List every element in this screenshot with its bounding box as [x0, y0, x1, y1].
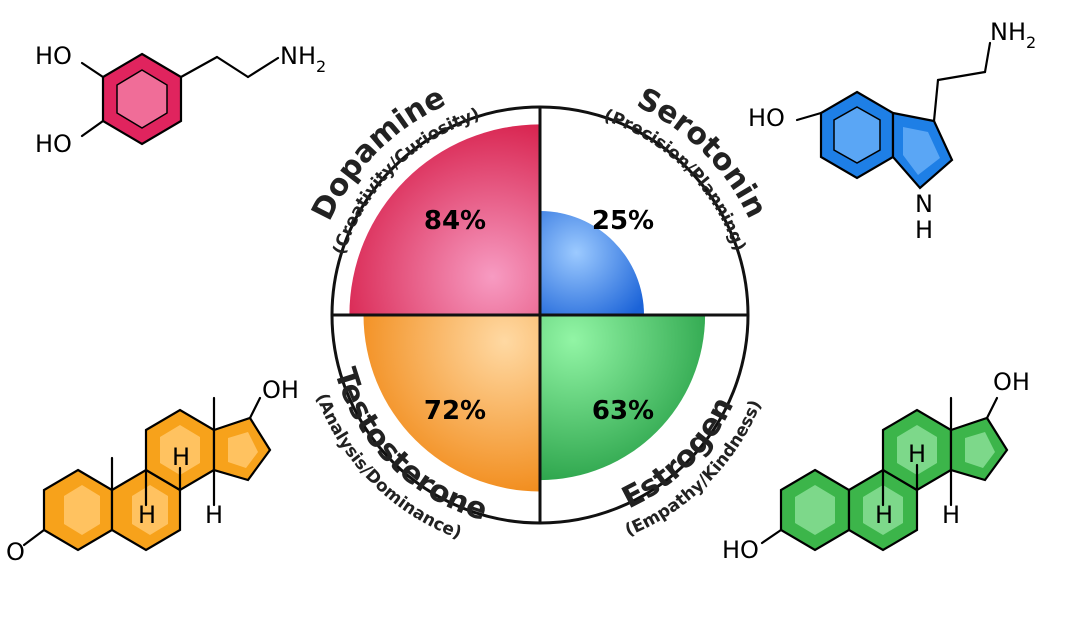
estrogen-ho: HO — [722, 536, 759, 564]
testosterone-bonds: OH O H H H — [6, 376, 299, 566]
testosterone-h2: H — [138, 501, 156, 529]
testosterone-ring-d-inner — [228, 432, 258, 468]
testosterone-h3: H — [205, 501, 223, 529]
dopamine-amine: NH2 — [280, 42, 326, 76]
serotonin-wedge — [540, 211, 644, 315]
dopamine-molecule: HO HO NH2 — [35, 42, 326, 158]
serotonin-pyrrole-inner — [903, 127, 940, 175]
serotonin-ring-n: N — [915, 190, 933, 218]
estrogen-oh: OH — [993, 368, 1030, 396]
estrogen-h2: H — [875, 501, 893, 529]
testosterone-wedge — [363, 315, 540, 492]
estrogen-wedge — [540, 315, 706, 481]
testosterone-oh: OH — [262, 376, 299, 404]
estrogen-bonds: OH HO H H H — [722, 368, 1030, 564]
estrogen-percent: 63% — [592, 396, 654, 426]
estrogen-ring-c-inner — [897, 425, 937, 475]
testosterone-ring-a-inner — [64, 485, 100, 535]
testosterone-molecule — [42, 408, 272, 552]
serotonin-amine: NH2 — [990, 18, 1036, 52]
estrogen-molecule — [779, 408, 1009, 552]
serotonin-benzene-inner — [833, 106, 881, 164]
estrogen-h3: H — [942, 501, 960, 529]
estrogen-h1: H — [908, 440, 926, 468]
testosterone-percent: 72% — [424, 396, 486, 426]
dopamine-inner-ring — [116, 69, 168, 129]
serotonin-ring-h: H — [915, 216, 933, 244]
testosterone-ring-c-inner — [160, 425, 200, 475]
testosterone-h1: H — [172, 443, 190, 471]
estrogen-ring-a-inner — [795, 485, 835, 535]
serotonin-percent: 25% — [592, 206, 654, 236]
testosterone-ketone-o: O — [6, 538, 25, 566]
testosterone-ring-b-inner — [132, 485, 168, 535]
dopamine-percent: 84% — [424, 206, 486, 236]
dopamine-oh-top: HO — [35, 42, 72, 70]
serotonin-ho: HO — [748, 104, 785, 132]
estrogen-ring-d-inner — [965, 432, 995, 468]
quadrant-chart: 84% 25% 72% 63% — [330, 105, 750, 525]
dopamine-wedge — [349, 124, 540, 315]
estrogen-ring-b-inner — [863, 485, 903, 535]
serotonin-title: Serotonin — [631, 81, 773, 223]
dopamine-oh-bottom: HO — [35, 130, 72, 158]
serotonin-molecule: HO NH2 N H — [748, 18, 1036, 244]
